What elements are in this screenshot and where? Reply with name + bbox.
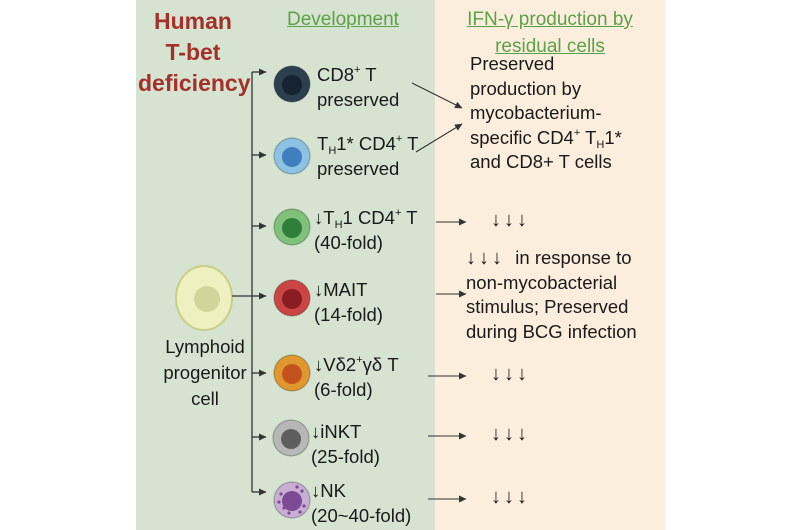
preserved-production-text: Preserved production by mycobacterium- s… <box>470 52 622 175</box>
label-text: γδ T <box>362 354 399 375</box>
text-line: production by <box>470 77 582 99</box>
label-text: T <box>402 133 419 154</box>
text-line: non-mycobacterial <box>466 271 618 293</box>
label-line2: (14-fold) <box>314 304 383 325</box>
label-text: ↓Vδ2 <box>314 354 357 375</box>
decrease-arrows-th1: ↓↓↓ <box>491 209 530 231</box>
decrease-arrows-nk: ↓↓↓ <box>491 486 530 508</box>
label-text: ↓MAIT <box>314 279 368 300</box>
progenitor-line: progenitor <box>163 362 247 383</box>
label-line2: preserved <box>317 89 400 110</box>
cell-label-cd8: CD8+ T preserved <box>317 62 399 112</box>
label-text: T <box>401 207 418 228</box>
title-line: deficiency <box>138 70 251 96</box>
cells-layer <box>272 65 311 519</box>
granule <box>282 506 286 510</box>
label-line2: (25-fold) <box>311 446 380 467</box>
label-sup: + <box>356 354 363 366</box>
ifn-header-line: IFN-γ production by <box>467 9 633 30</box>
cell-label-inkt: ↓iNKT (25-fold) <box>311 419 380 469</box>
cd8-t-cell <box>273 65 311 103</box>
granule <box>298 510 302 514</box>
label-line2: (40-fold) <box>314 232 383 253</box>
cell-nucleus <box>282 147 302 167</box>
label-text: T <box>317 133 329 154</box>
label-text: T <box>360 64 377 85</box>
cell-nucleus <box>282 218 302 238</box>
cell-label-th1: TH1* CD4+ T preserved <box>317 131 418 181</box>
ifn-header-line: residual cells <box>495 36 605 57</box>
mait-response-text: ↓↓↓ in response to non-mycobacterial sti… <box>466 246 637 344</box>
decrease-arrows-vd2: ↓↓↓ <box>491 363 530 385</box>
text-line: during BCG infection <box>466 320 637 342</box>
label-text: CD8 <box>317 64 355 85</box>
title-human-tbet: Human T-bet deficiency <box>138 6 251 99</box>
cell-label-vd2: ↓Vδ2+γδ T (6-fold) <box>314 352 399 402</box>
granule <box>300 489 304 493</box>
cell-nucleus <box>282 491 302 511</box>
text-line: Preserved <box>470 53 555 74</box>
decrease-arrows-inkt: ↓↓↓ <box>491 423 530 445</box>
label-sup: + <box>394 207 402 219</box>
cell-nucleus <box>282 289 302 309</box>
granule <box>295 485 299 489</box>
mait-cell <box>273 279 311 317</box>
label-text: ↓NK <box>311 480 346 501</box>
branch-lines <box>232 68 267 496</box>
result-arrows <box>411 82 467 503</box>
progenitor-cell <box>175 265 233 331</box>
label-line2: (6-fold) <box>314 379 373 400</box>
vd2-gd-t-cell <box>273 354 311 392</box>
granule <box>302 504 306 508</box>
progenitor-line: cell <box>191 388 219 409</box>
label-text: 1* CD4 <box>336 133 396 154</box>
cell-label-nk: ↓NK (20~40-fold) <box>311 478 411 528</box>
label-text: ↓T <box>314 207 335 228</box>
label-sub: H <box>328 145 337 157</box>
title-line: Human <box>154 8 232 34</box>
progenitor-line: Lymphoid <box>165 336 245 357</box>
label-sup: + <box>354 64 361 76</box>
cell-nucleus <box>281 429 301 449</box>
ifn-header: IFN-γ production by residual cells <box>437 6 663 60</box>
text-sup: + <box>573 126 581 139</box>
cell-label-mait: ↓MAIT (14-fold) <box>314 277 383 327</box>
label-text: ↓iNKT <box>311 421 362 442</box>
text-line: mycobacterium- <box>470 102 602 123</box>
inkt-cell <box>272 419 310 457</box>
label-text: 1 CD4 <box>342 207 395 228</box>
progenitor-label: Lymphoid progenitor cell <box>150 334 260 412</box>
granule <box>287 511 291 515</box>
text-line: T <box>580 126 597 148</box>
nk-cell <box>273 481 311 519</box>
granule <box>277 500 281 504</box>
cell-nucleus <box>282 75 302 95</box>
decrease-arrows-mait: ↓↓↓ <box>466 247 505 269</box>
text-line: 1* <box>604 126 622 148</box>
label-sup: + <box>395 133 403 145</box>
development-header: Development <box>287 9 399 30</box>
th1-cd4-cell <box>273 137 311 175</box>
th1-cd4-reduced-cell <box>273 208 311 246</box>
text-line: specific CD4 <box>470 126 574 148</box>
title-line: T-bet <box>165 39 221 65</box>
label-sub: H <box>334 219 343 231</box>
text-line: in response to <box>515 247 632 268</box>
text-sub: H <box>596 138 605 151</box>
text-line: and CD8+ T cells <box>470 151 612 172</box>
label-line2: preserved <box>317 158 400 179</box>
cell-nucleus <box>282 364 302 384</box>
cell-label-th1-low: ↓TH1 CD4+ T (40-fold) <box>314 205 418 255</box>
granule <box>279 492 283 496</box>
label-line2: (20~40-fold) <box>311 505 412 526</box>
ifn-panel <box>435 0 665 530</box>
text-line: stimulus; Preserved <box>466 296 629 317</box>
